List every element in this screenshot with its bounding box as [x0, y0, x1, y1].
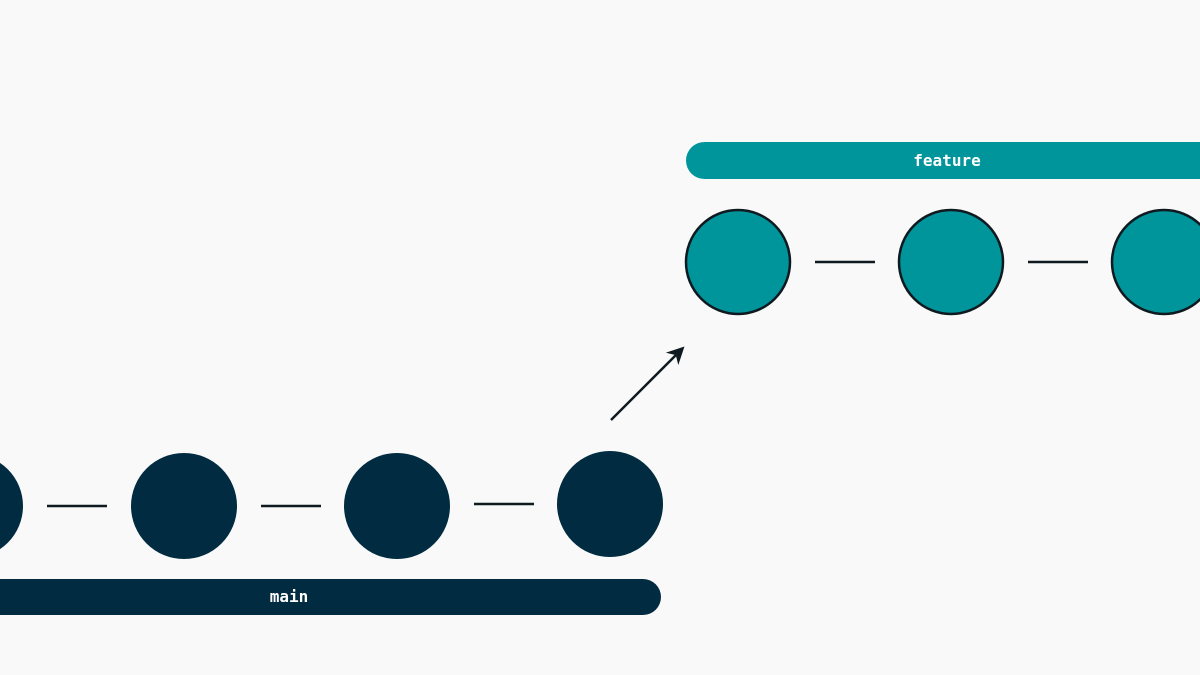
main-commit-node [131, 453, 237, 559]
feature-branch: feature [684, 142, 1200, 316]
main-commit-node [344, 453, 450, 559]
main-commit-node [0, 462, 23, 550]
feature-commit-node [1110, 208, 1200, 316]
main-commit-node [557, 451, 663, 557]
feature-commit-node [897, 208, 1005, 316]
main-branch-label: main [270, 587, 309, 606]
feature-branch-label: feature [913, 151, 980, 170]
main-branch-bar [0, 579, 661, 615]
main-branch: main [0, 451, 663, 615]
feature-branch-bar [686, 142, 1200, 179]
arrow-up-right-icon [610, 346, 685, 421]
feature-commit-node [684, 208, 792, 316]
